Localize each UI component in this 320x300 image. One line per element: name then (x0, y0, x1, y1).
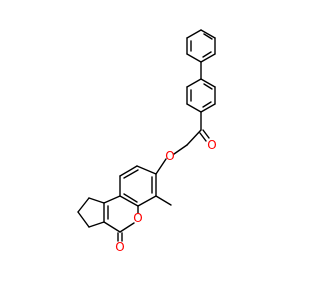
bond (88, 221, 105, 228)
bonds-group (77, 29, 216, 242)
bond (103, 221, 121, 233)
bond-ketone-double (199, 132, 207, 142)
bond (186, 129, 202, 146)
bond (186, 103, 202, 113)
atom-label-oxygen: O (207, 138, 216, 152)
bond (137, 195, 157, 207)
bond (173, 144, 188, 155)
atom-labels-group: O O O O (115, 138, 216, 254)
bond-double-inner (202, 51, 212, 58)
bond (186, 29, 202, 39)
bond-ketone-double (202, 129, 210, 139)
bond (200, 29, 216, 39)
bond (103, 195, 121, 204)
bond-double-inner (202, 101, 212, 108)
bond (200, 103, 216, 113)
molecule-canvas: O O O O (77, 29, 217, 254)
bond (186, 78, 202, 88)
bond-double-inner (203, 33, 213, 40)
bond (119, 195, 139, 207)
bond-double-inner (123, 169, 139, 179)
bond (200, 78, 216, 88)
bond-double-inner (123, 193, 138, 203)
bond (119, 222, 135, 233)
bond (136, 165, 157, 175)
atom-label-oxygen: O (165, 149, 174, 163)
bond (119, 165, 138, 177)
atom-label-oxygen: O (133, 211, 142, 225)
atom-label-oxygen: O (115, 240, 124, 254)
bond (77, 211, 90, 228)
bond (186, 53, 202, 63)
bond-methyl (155, 195, 172, 206)
bond (200, 53, 216, 63)
bond (88, 197, 105, 204)
bond-double-inner (203, 83, 213, 90)
bond (77, 197, 90, 213)
bond (155, 158, 167, 175)
molecule-structure-diagram: O O O O (77, 29, 217, 254)
